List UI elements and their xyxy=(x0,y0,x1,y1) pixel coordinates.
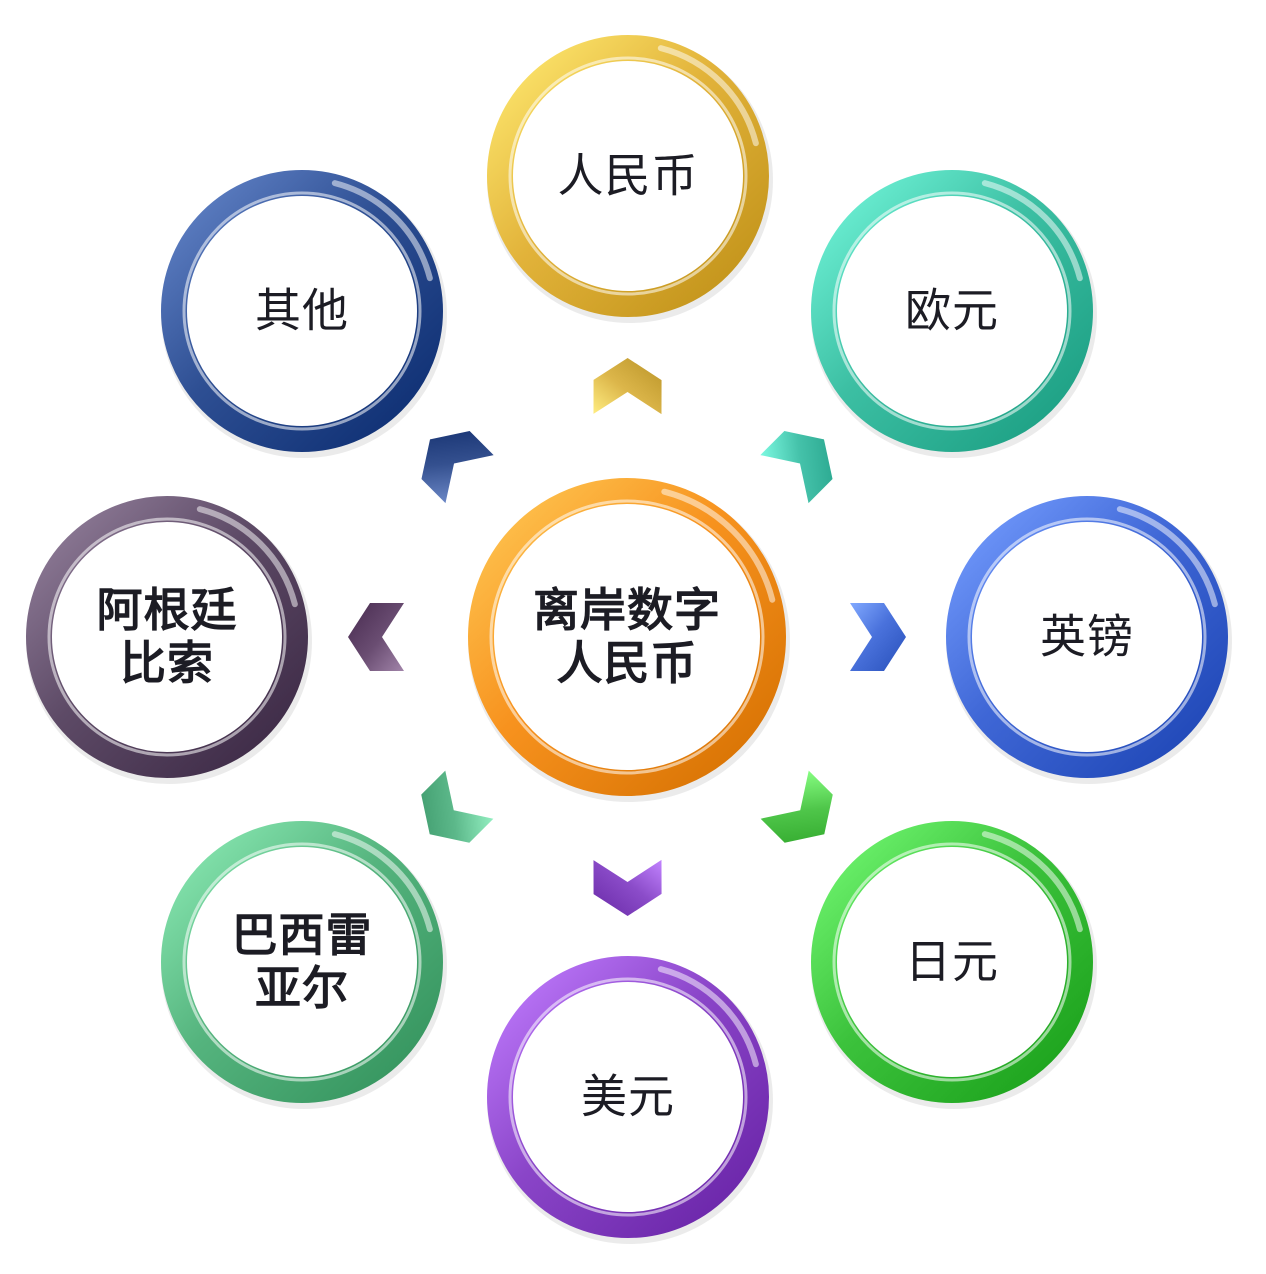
label-ars: 阿根廷比索 xyxy=(67,584,267,690)
label-line: 美元 xyxy=(581,1069,675,1124)
arrow-to-usd xyxy=(593,859,662,916)
label-line: 英镑 xyxy=(1040,609,1134,664)
label-line: 离岸数字 xyxy=(533,583,721,638)
label-usd: 美元 xyxy=(528,1069,728,1124)
ring-center xyxy=(468,478,790,802)
label-center: 离岸数字人民币 xyxy=(497,584,757,690)
label-other: 其他 xyxy=(202,283,402,338)
arrow-to-euro xyxy=(760,430,833,504)
arrow-to-gbp xyxy=(850,603,906,671)
label-euro: 欧元 xyxy=(852,283,1052,338)
label-jpy: 日元 xyxy=(852,934,1052,989)
arrow-to-jpy xyxy=(760,770,833,843)
label-line: 日元 xyxy=(905,934,999,989)
ring-euro xyxy=(811,170,1097,458)
ring-ars xyxy=(26,496,312,784)
arrow-to-brl xyxy=(421,770,494,843)
label-line: 亚尔 xyxy=(255,961,349,1015)
label-line: 巴西雷 xyxy=(231,908,373,963)
label-gbp: 英镑 xyxy=(987,609,1187,664)
ring-usd xyxy=(487,956,773,1244)
label-line: 其他 xyxy=(255,283,349,338)
ring-other xyxy=(161,170,447,458)
ring-rmb xyxy=(487,35,773,323)
arrow-to-ars xyxy=(348,603,404,671)
ring-brl xyxy=(161,821,447,1109)
arrow-to-other xyxy=(421,430,494,504)
ring-jpy xyxy=(811,821,1097,1109)
label-line: 人民币 xyxy=(557,148,699,203)
arrow-to-rmb xyxy=(593,358,662,415)
label-line: 欧元 xyxy=(905,283,999,338)
label-brl: 巴西雷亚尔 xyxy=(202,909,402,1015)
label-rmb: 人民币 xyxy=(528,148,728,203)
label-line: 比索 xyxy=(120,636,214,690)
label-line: 人民币 xyxy=(556,636,698,690)
ring-gbp xyxy=(946,496,1232,784)
label-line: 阿根廷 xyxy=(96,583,238,638)
